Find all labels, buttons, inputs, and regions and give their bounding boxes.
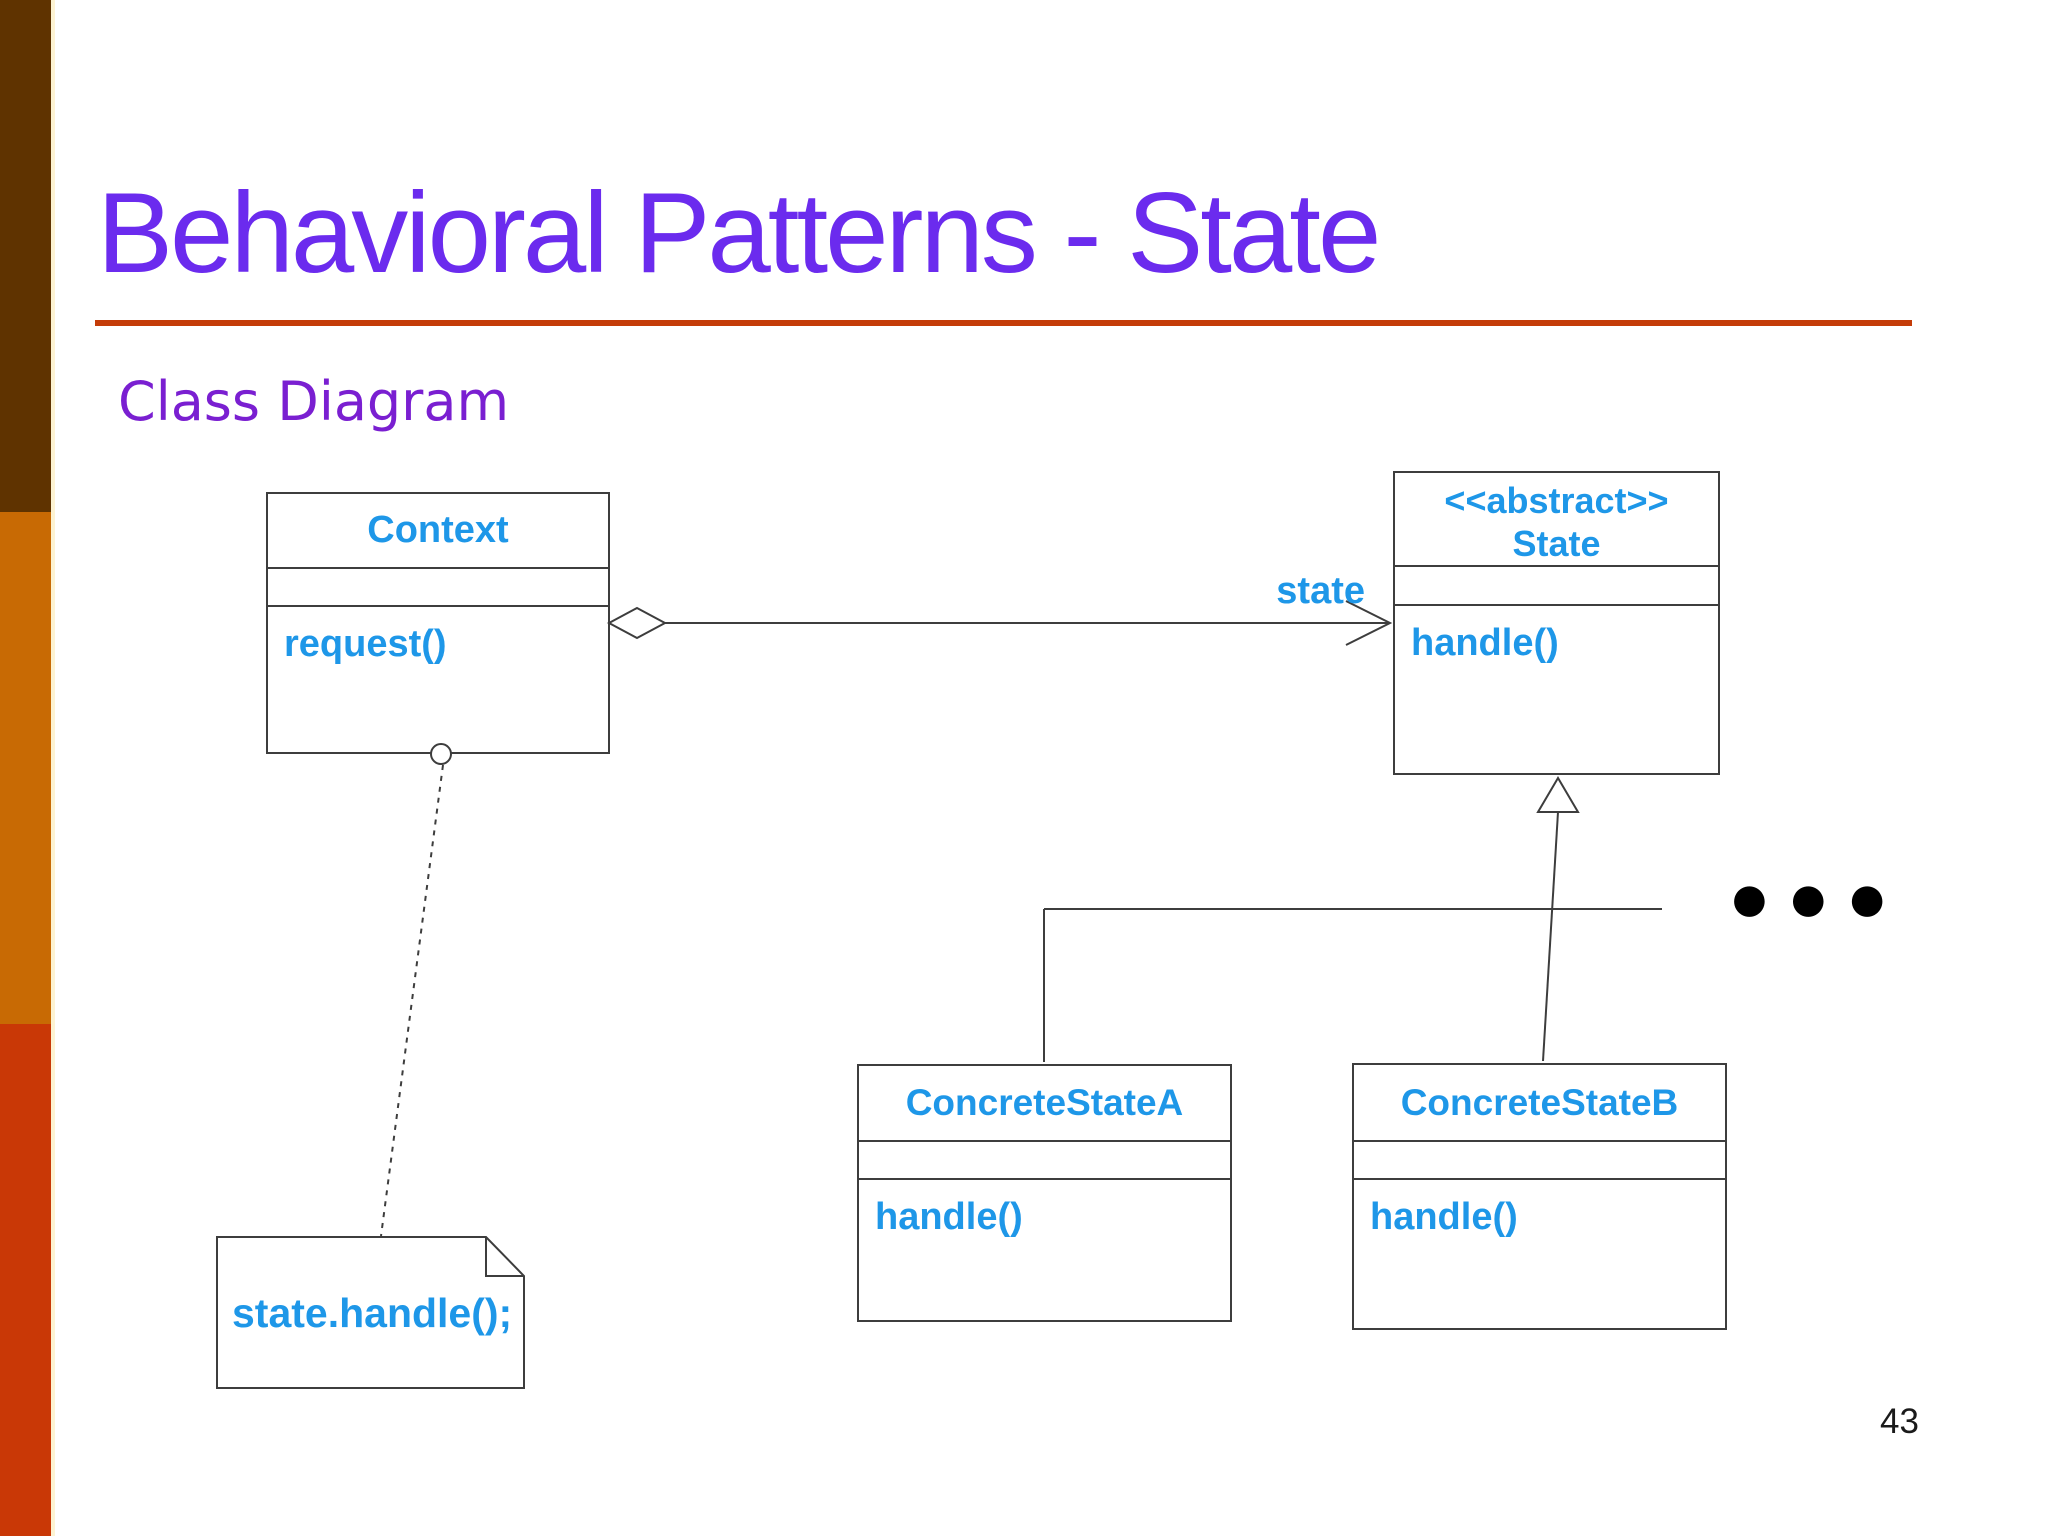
- aggregation-diamond-icon: [606, 606, 668, 640]
- note-dashed-line: [380, 764, 444, 1237]
- concrete-state-a-attributes-compartment: [859, 1142, 1230, 1180]
- state-stereotype-label: <<abstract>>: [1444, 480, 1669, 521]
- sidebar-segment-brown: [0, 0, 51, 512]
- class-name-state: <<abstract>> State: [1395, 473, 1718, 567]
- class-name-concrete-state-a: ConcreteStateA: [859, 1066, 1230, 1142]
- class-name-context: Context: [268, 494, 608, 569]
- concrete-state-b-method-label: handle(): [1370, 1196, 1518, 1238]
- more-states-ellipsis: ●●●: [1732, 876, 1909, 922]
- class-box-context: Context request(): [266, 492, 610, 754]
- title-underline: [95, 320, 1912, 326]
- page-number: 43: [1880, 1402, 1919, 1441]
- inheritance-triangle-icon: [1536, 776, 1580, 813]
- class-box-concrete-state-a: ConcreteStateA handle(): [857, 1064, 1232, 1322]
- note-text: state.handle();: [232, 1290, 513, 1336]
- class-box-concrete-state-b: ConcreteStateB handle(): [1352, 1063, 1727, 1330]
- sidebar-segment-orange: [0, 512, 51, 1024]
- state-name-label: State: [1512, 523, 1601, 564]
- state-method-label: handle(): [1411, 622, 1559, 664]
- sidebar-decoration: [0, 0, 51, 1536]
- context-attributes-compartment: [268, 569, 608, 607]
- sidebar-separator: [51, 0, 55, 1536]
- context-method-label: request(): [284, 623, 447, 665]
- page-title: Behavioral Patterns - State: [97, 170, 1381, 297]
- sidebar-segment-red: [0, 1024, 51, 1536]
- class-box-state: <<abstract>> State handle(): [1393, 471, 1720, 775]
- class-name-concrete-state-b: ConcreteStateB: [1354, 1065, 1725, 1142]
- association-role-label: state: [1276, 570, 1365, 612]
- concrete-state-b-attributes-compartment: [1354, 1142, 1725, 1180]
- state-attributes-compartment: [1395, 567, 1718, 606]
- concrete-state-a-method-label: handle(): [875, 1196, 1023, 1238]
- note-fold-icon: [485, 1237, 524, 1277]
- generalization-line-concrete-b: [1542, 811, 1559, 1062]
- slide-subtitle: Class Diagram: [118, 370, 510, 433]
